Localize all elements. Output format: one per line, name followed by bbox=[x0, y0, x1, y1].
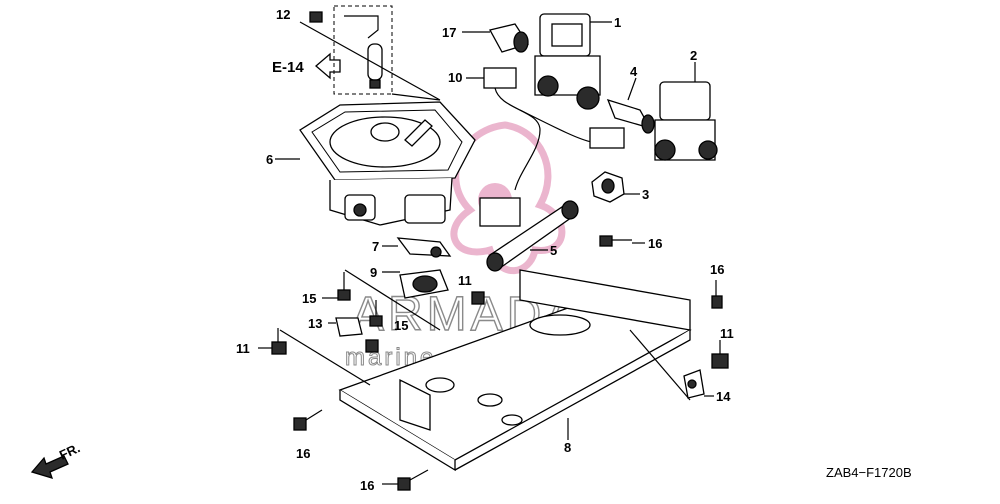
callout-11-right: 11 bbox=[720, 326, 734, 341]
mounting-plate-8 bbox=[338, 269, 692, 472]
fitting-17 bbox=[489, 23, 530, 53]
hose-segment bbox=[367, 43, 383, 81]
solenoid-valve-2 bbox=[654, 81, 718, 161]
callout-14: 14 bbox=[716, 389, 731, 404]
front-arrow-icon bbox=[30, 455, 69, 479]
diagram-ref-code: ZAB4−F1720B bbox=[826, 465, 912, 480]
fitting-4 bbox=[606, 98, 655, 134]
callout-16-upper: 16 bbox=[648, 236, 662, 251]
callout-16-right: 16 bbox=[710, 262, 724, 277]
hose-clip bbox=[369, 79, 381, 89]
diaphragm-assembly bbox=[299, 101, 476, 226]
gasket-7 bbox=[396, 237, 452, 258]
callout-16-bottom: 16 bbox=[360, 478, 374, 493]
bolt-16-upper bbox=[599, 235, 632, 247]
callout-12: 12 bbox=[276, 7, 290, 22]
bolt-15-a bbox=[337, 272, 351, 301]
callout-4: 4 bbox=[630, 64, 638, 79]
callout-5: 5 bbox=[550, 243, 557, 258]
clamp-13 bbox=[335, 317, 379, 353]
ref-arrow-label: E-14 bbox=[272, 59, 304, 76]
bolt-11-mid bbox=[471, 291, 485, 305]
callout-10: 10 bbox=[448, 70, 462, 85]
callout-7: 7 bbox=[372, 239, 379, 254]
callout-11-left: 11 bbox=[236, 341, 250, 356]
callout-15-a: 15 bbox=[302, 291, 316, 306]
callout-6: 6 bbox=[266, 152, 273, 167]
solenoid-valve-1 bbox=[534, 13, 601, 110]
callout-17: 17 bbox=[442, 25, 456, 40]
bushing-9 bbox=[399, 269, 449, 299]
pipe-5 bbox=[486, 200, 579, 272]
callout-9: 9 bbox=[370, 265, 377, 280]
ref-arrow-icon bbox=[315, 52, 341, 80]
callout-13: 13 bbox=[308, 316, 322, 331]
hose-part bbox=[344, 15, 379, 39]
callout-2: 2 bbox=[690, 48, 697, 63]
bolt-16-lower-left bbox=[293, 409, 323, 431]
bolt-16-right bbox=[711, 280, 723, 309]
callout-16-lower-left: 16 bbox=[296, 446, 310, 461]
callout-3: 3 bbox=[642, 187, 649, 202]
callout-8: 8 bbox=[564, 440, 571, 455]
callout-1: 1 bbox=[614, 15, 621, 30]
callout-15-b: 15 bbox=[394, 318, 408, 333]
callout-11-mid: 11 bbox=[458, 273, 472, 288]
bolt-16-bottom bbox=[397, 469, 429, 491]
bolt-15-b bbox=[369, 300, 383, 327]
nut-3 bbox=[591, 171, 625, 203]
front-label: FR. bbox=[57, 440, 82, 462]
bolt-11-right bbox=[711, 340, 729, 369]
clip-part-12 bbox=[309, 11, 323, 23]
hose-detail-box bbox=[333, 5, 393, 95]
clip-14 bbox=[683, 369, 705, 399]
